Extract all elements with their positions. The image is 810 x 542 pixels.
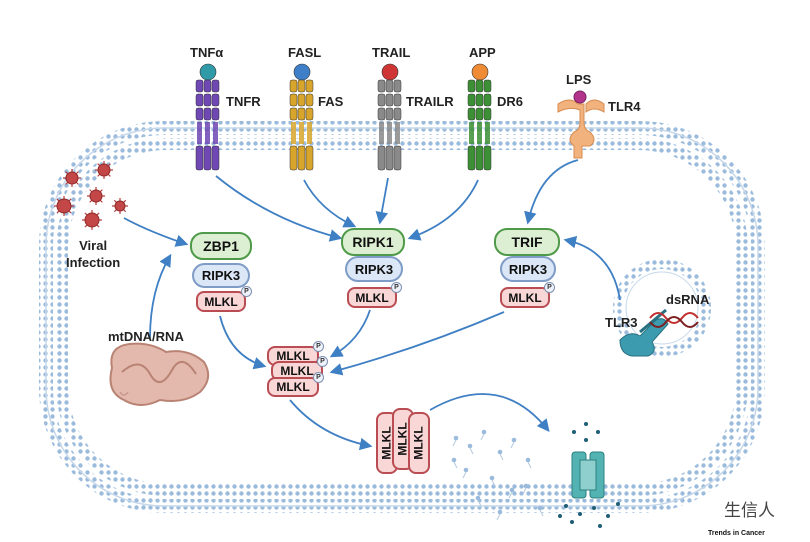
ripk1-box: RIPK1 [341,228,405,256]
ion-dot [598,524,602,528]
lipid-fragment [475,495,481,501]
zbp1-box: ZBP1 [190,232,252,260]
arrow-virus-zbp1 [123,217,189,247]
lipid-fragment [537,505,543,511]
lipid-fragment [453,435,459,441]
mitochondrion [109,342,210,406]
source-credit: Trends in Cancer [708,530,765,537]
receptor-label-fas: FAS [318,94,344,109]
virus-icon [87,187,105,205]
phospho-badge: P [544,282,555,293]
lipid-fragment [497,449,503,455]
receptor-label-dr6: DR6 [497,94,524,109]
virus-icon [63,169,81,187]
endosome [613,259,711,357]
lipid-fragment [481,429,487,435]
ripk3-box-center: RIPK3 [345,256,403,282]
lipid-fragment [509,487,515,493]
arrow-tnfr-ripk1 [215,175,343,242]
arrow-center-oligomer [329,309,371,358]
arrow-mito-zbp1 [149,253,172,339]
ion-dot [584,438,588,442]
ion-dot [592,506,596,510]
lipid-fragment [467,443,473,449]
receptor-label-tlr4: TLR4 [608,99,641,114]
receptor-trailr [377,63,402,171]
mlkl-oligomer-2: MLKL [271,361,323,381]
ligand-label-fasl: FASL [288,45,322,60]
receptor-fas [289,63,314,171]
arrow-left-oligomer [219,315,267,370]
lipid-fragment [525,457,531,463]
arrow-tlr3-trif [563,235,621,301]
arrow-tlr4-trif [524,159,579,225]
ligand-label-lps: LPS [566,72,592,87]
mlkl-box-right: MLKL [500,287,550,308]
lipid-fragment [511,437,517,443]
ripk3-box-left: RIPK3 [192,263,250,288]
mtdna-rna-label: mtDNA/RNA [108,329,184,344]
phospho-badge: P [317,356,328,367]
lipid-fragment [463,467,469,473]
receptor-label-trailr: TRAILR [406,94,454,109]
ripk3-box-right: RIPK3 [500,256,556,282]
arrow-oligomer-pore [289,399,373,451]
cell-membrane [39,121,765,513]
virus-icon [112,198,128,214]
phospho-badge: P [241,286,252,297]
death-receptors [195,63,492,171]
ligand-label-tnfa: TNFα [190,45,224,60]
watermark-text: 生信人 [724,501,775,521]
phospho-badge: P [313,341,324,352]
lipid-fragment [497,509,503,515]
ion-dot [570,520,574,524]
ligand-label-app: APP [469,45,496,60]
receptor-dr6 [467,63,492,171]
lipid-fragment [451,457,457,463]
virus-icon [82,210,102,230]
trif-box: TRIF [494,228,560,256]
viral-infection-label: Viral Infection [66,238,121,270]
lps-ligand [573,90,587,104]
lipid-fragment [523,483,529,489]
arrow-fas-ripk1 [303,179,357,228]
ion-dot [606,514,610,518]
tlr4-receptor [557,90,605,159]
ion-dot [578,512,582,516]
phospho-badge: P [391,282,402,293]
ion-dot [584,422,588,426]
arrow-dr6-ripk1 [407,179,479,241]
ion-dot [596,430,600,434]
tlr3-label: TLR3 [605,315,638,330]
ion-dot [616,502,620,506]
dsrna [649,312,699,328]
mlkl-channel-pore [571,451,605,499]
ion-dot [572,430,576,434]
ion-dot [564,504,568,508]
signaling-arrows [123,159,621,451]
virus-icon [95,161,113,179]
released-ions [558,422,620,528]
lipid-fragment [489,475,495,481]
ion-dot [558,514,562,518]
arrow-pore-channel [429,393,550,432]
mlkl-pore-3: MLKL [408,412,430,474]
mlkl-oligomer-3: MLKL [267,377,319,397]
ligand-label-trail: TRAIL [372,45,411,60]
mlkl-box-left: MLKL [196,291,246,312]
membrane-debris [451,429,544,521]
arrow-right-oligomer [329,311,505,376]
receptor-label-tnfr: TNFR [226,94,261,109]
mlkl-box-center: MLKL [347,287,397,308]
virus-icon [54,196,74,216]
receptor-tnfr [195,63,220,171]
virus-particles [54,161,128,230]
dsrna-label: dsRNA [666,292,710,307]
phospho-badge: P [313,372,324,383]
arrow-trailr-ripk1 [375,177,389,225]
